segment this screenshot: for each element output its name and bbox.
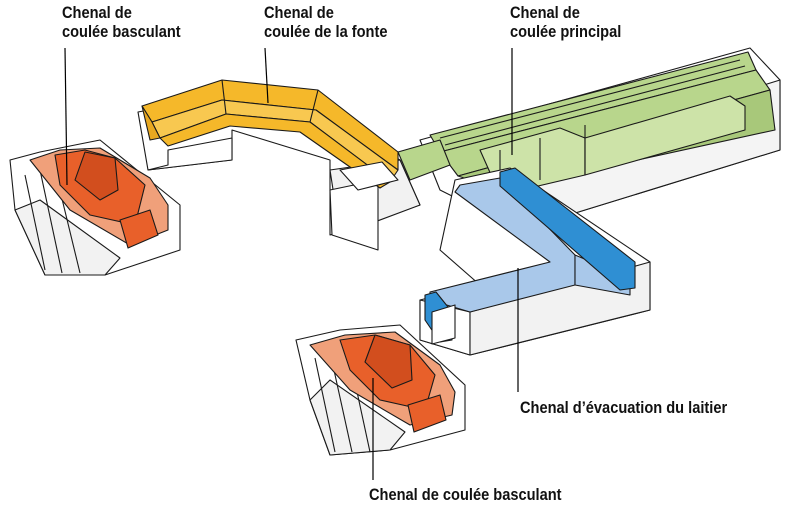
label-tilting-runner-bottom: Chenal de coulée basculant <box>369 485 562 504</box>
label-tilting-runner-top-line2: coulée basculant <box>62 22 181 41</box>
label-main-runner: Chenal de coulée principal <box>510 3 621 41</box>
label-iron-runner-line1: Chenal de <box>264 3 334 22</box>
iron-runner <box>137 79 421 251</box>
label-tilting-runner-top: Chenal de coulée basculant <box>62 3 181 41</box>
tilting-runner-bottom <box>295 324 466 456</box>
label-iron-runner: Chenal de coulée de la fonte <box>264 3 387 41</box>
slag-runner <box>419 167 651 356</box>
leader-iron-runner <box>264 47 269 104</box>
label-main-runner-line1: Chenal de <box>510 3 580 22</box>
label-main-runner-line2: coulée principal <box>510 22 622 41</box>
label-tilting-runner-top-line1: Chenal de <box>62 3 132 22</box>
label-slag-runner: Chenal d’évacuation du laitier <box>520 398 728 417</box>
leader-tilting-top <box>64 47 68 186</box>
tilting-runner-top <box>9 139 181 276</box>
label-iron-runner-line2: coulée de la fonte <box>264 22 388 41</box>
